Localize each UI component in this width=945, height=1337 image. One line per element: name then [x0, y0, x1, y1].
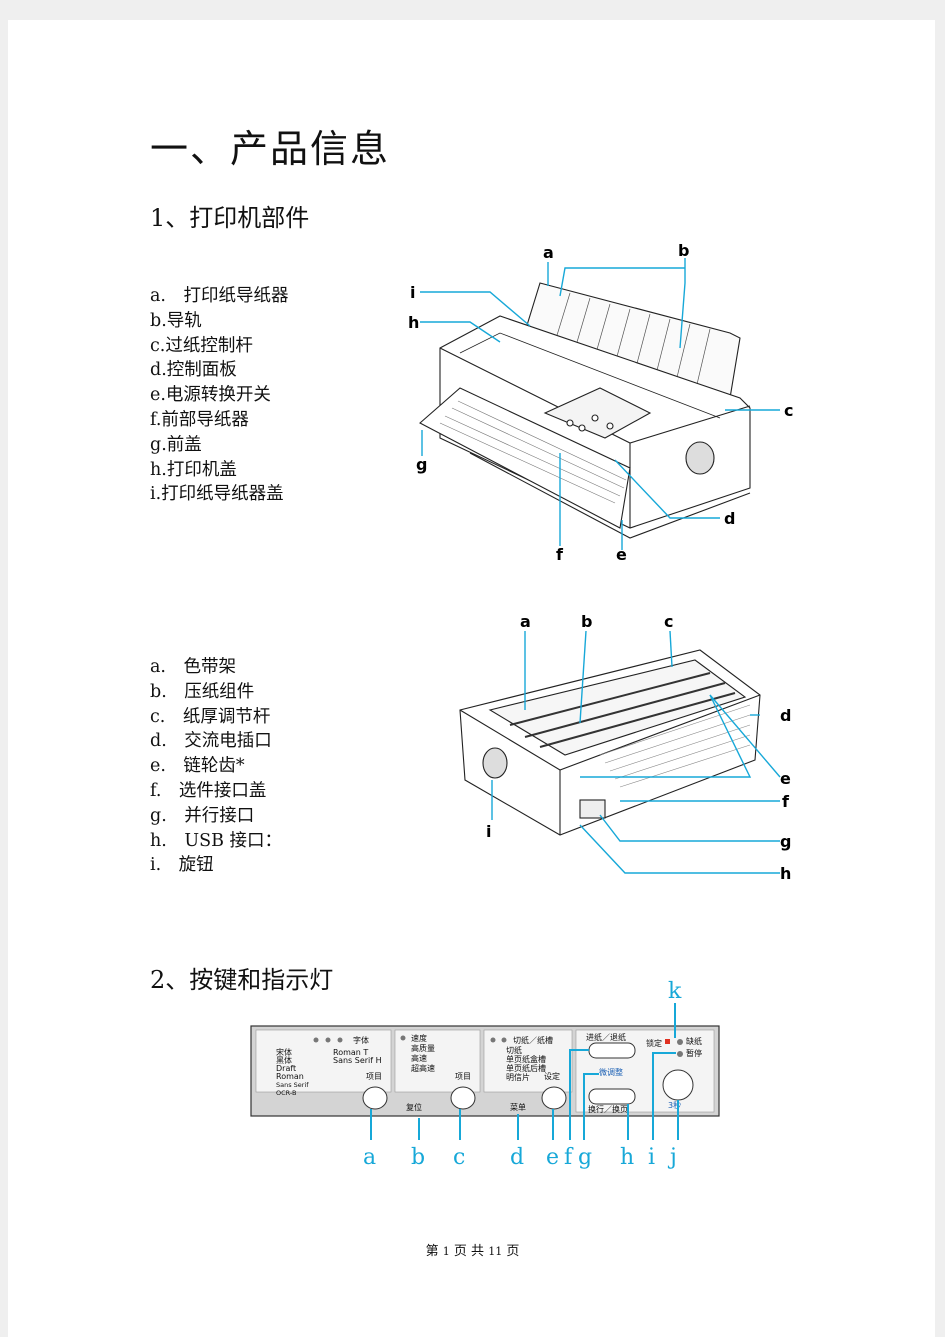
list-item: a. 色带架 [150, 657, 236, 677]
panel-text: 字体 [353, 1035, 369, 1045]
page-title: 一、产品信息 [150, 127, 391, 171]
callout-label: i [486, 822, 491, 841]
page-number: 1 [442, 1245, 450, 1258]
key-label: b [411, 1145, 425, 1170]
panel-text: 项目 [366, 1072, 382, 1081]
panel-text: 复位 [406, 1102, 422, 1112]
front-parts-list: a. 打印纸导纸器 b.导轨 c.过纸控制杆 d.控制面板 e.电源转换开关 f… [150, 284, 289, 507]
page-total: 11 [488, 1245, 503, 1258]
key-label: j [667, 1145, 677, 1170]
key-label: i [648, 1145, 655, 1170]
panel-text: 锁定 [646, 1038, 662, 1048]
callout-label: g [416, 455, 427, 474]
callout-label: d [724, 509, 735, 528]
panel-text: 菜单 [510, 1102, 526, 1112]
callout-label: a [520, 612, 531, 631]
panel-text: Sans Serif [276, 1081, 309, 1089]
callout-label: h [780, 864, 791, 883]
panel-text: 3秒 [668, 1100, 681, 1110]
panel-text: 切纸／纸槽 [513, 1035, 553, 1045]
callout-label: h [408, 313, 419, 332]
panel-text: 超高速 [411, 1063, 435, 1073]
callout-label: f [782, 792, 790, 811]
panel-text: 微调整 [599, 1067, 623, 1077]
panel-text: Draft [276, 1064, 296, 1073]
panel-text: 暂停 [686, 1048, 702, 1058]
panel-text: 速度 [411, 1033, 427, 1043]
key-label: k [668, 979, 682, 1004]
page-footer: 第 1 页 共 11 页 [0, 1240, 945, 1259]
list-item: c.过纸控制杆 [150, 335, 253, 356]
panel-text: 黑体 [276, 1055, 292, 1065]
panel-text: Roman T [333, 1048, 368, 1057]
panel-text: 单页纸盒槽 [506, 1054, 546, 1064]
panel-text: 切纸 [506, 1045, 522, 1055]
list-item: f. 选件接口盖 [150, 780, 267, 801]
panel-text: 进纸／退纸 [586, 1032, 626, 1042]
list-item: g. 并行接口 [150, 805, 255, 826]
list-item: h. USB 接口： [150, 830, 282, 851]
list-item: d. 交流电插口 [150, 731, 272, 752]
callout-label: e [780, 769, 791, 788]
key-label: g [578, 1145, 592, 1170]
callout-label: f [556, 545, 564, 564]
panel-text: 高质量 [411, 1043, 435, 1053]
callout-label: a [543, 243, 554, 262]
panel-text: 项目 [455, 1072, 471, 1081]
panel-text: 宋体 [276, 1047, 292, 1057]
list-item: b.导轨 [150, 310, 202, 331]
panel-text: Roman [276, 1072, 304, 1081]
inner-parts-list: a. 色带架 b. 压纸组件 c. 纸厚调节杆 d. 交流电插口 e. 链轮齿*… [150, 655, 282, 878]
section-1-heading: 1、打印机部件 [150, 204, 310, 232]
list-item: h.打印机盖 [150, 459, 237, 480]
callout-label: d [780, 706, 791, 725]
list-item: e. 链轮齿* [150, 756, 245, 777]
key-label: f [564, 1145, 574, 1170]
panel-text: OCR-B [276, 1089, 296, 1097]
key-label: h [620, 1145, 634, 1170]
callout-label: i [410, 283, 415, 302]
list-item: g.前盖 [150, 434, 202, 455]
list-item: b. 压纸组件 [150, 681, 255, 702]
section-2-heading: 2、按键和指示灯 [150, 966, 334, 994]
list-item: f.前部导纸器 [150, 409, 249, 430]
callout-label: c [784, 401, 793, 420]
panel-text: 设定 [544, 1071, 560, 1081]
key-label: e [546, 1145, 559, 1170]
panel-text: 单页纸后槽 [506, 1063, 546, 1073]
panel-text: 高速 [411, 1053, 427, 1063]
callout-label: g [780, 832, 791, 851]
footer-text: 页 [506, 1244, 520, 1259]
panel-text: 缺纸 [686, 1036, 702, 1046]
printer-front-diagram: a b c d e f g h i [408, 241, 793, 564]
list-item: c. 纸厚调节杆 [150, 706, 271, 727]
printer-inner-diagram: a b c d e f g h i [459, 612, 791, 883]
panel-text: Sans Serif H [333, 1056, 382, 1065]
callout-label: b [678, 241, 689, 260]
key-label: a [363, 1145, 376, 1170]
footer-text: 页 共 [453, 1244, 485, 1259]
panel-text: 明信片 [506, 1072, 530, 1082]
footer-text: 第 [425, 1244, 439, 1259]
list-item: e.电源转换开关 [150, 385, 271, 406]
list-item: i. 旋钮 [150, 855, 214, 876]
list-item: i.打印纸导纸器盖 [150, 484, 284, 505]
callout-label: b [581, 612, 592, 631]
key-label: d [510, 1145, 524, 1170]
document-page [8, 20, 935, 1337]
control-panel-diagram: 字体 宋体 黑体 Draft Roman Sans Serif OCR-B Ro… [250, 979, 720, 1170]
callout-label: c [664, 612, 673, 631]
key-label: c [453, 1145, 465, 1170]
panel-text: 换行／换页 [588, 1104, 628, 1114]
list-item: d.控制面板 [150, 360, 237, 381]
list-item: a. 打印纸导纸器 [150, 286, 289, 306]
callout-label: e [616, 545, 627, 564]
